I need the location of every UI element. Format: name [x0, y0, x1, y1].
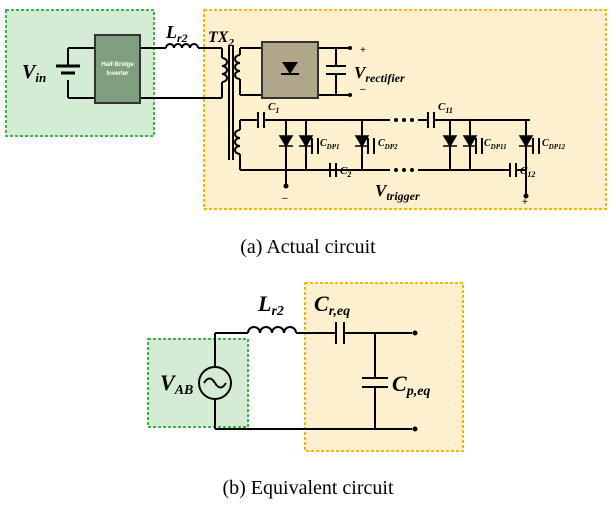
yellow-region-b — [304, 282, 464, 452]
inverter-label-1: Half-Bridge — [101, 62, 134, 68]
cp-eq-label: Cp,eq — [392, 371, 430, 399]
trig-minus: – — [282, 193, 288, 204]
c2-label: C2 — [340, 165, 351, 179]
rect-plus: + — [360, 45, 366, 56]
cdp11-label: CDP11 — [484, 138, 507, 151]
inverter-label-2: Inverter — [106, 71, 129, 77]
cr-eq-label: Cr,eq — [314, 291, 350, 319]
rectifier-block — [261, 41, 319, 99]
half-bridge-inverter — [94, 34, 141, 104]
vab-label: VAB — [160, 370, 193, 398]
vrectifier-label: Vrectifier — [354, 63, 405, 85]
cdp12-label: CDP12 — [542, 138, 566, 151]
cdp2-label: CDP2 — [378, 138, 398, 151]
trig-plus: + — [522, 197, 528, 208]
vtrigger-label: Vtrigger — [375, 181, 420, 203]
caption-b: (b) Equivalent circuit — [222, 477, 393, 499]
c1-label: C1 — [268, 101, 279, 115]
lr2-label-a: Lr2 — [165, 22, 188, 45]
ellipsis-dots — [394, 118, 414, 172]
yellow-region-a — [203, 9, 607, 210]
c12-label: C12 — [520, 165, 535, 179]
vin-label: Vin — [22, 61, 46, 85]
lr2-label-b: Lr2 — [257, 291, 284, 319]
caption-a: (a) Actual circuit — [240, 236, 376, 258]
cdp1-label: CDP1 — [320, 138, 340, 151]
c11-label: C11 — [438, 101, 453, 115]
tx2-label: TX2 — [208, 29, 234, 49]
rect-minus: – — [360, 84, 366, 95]
